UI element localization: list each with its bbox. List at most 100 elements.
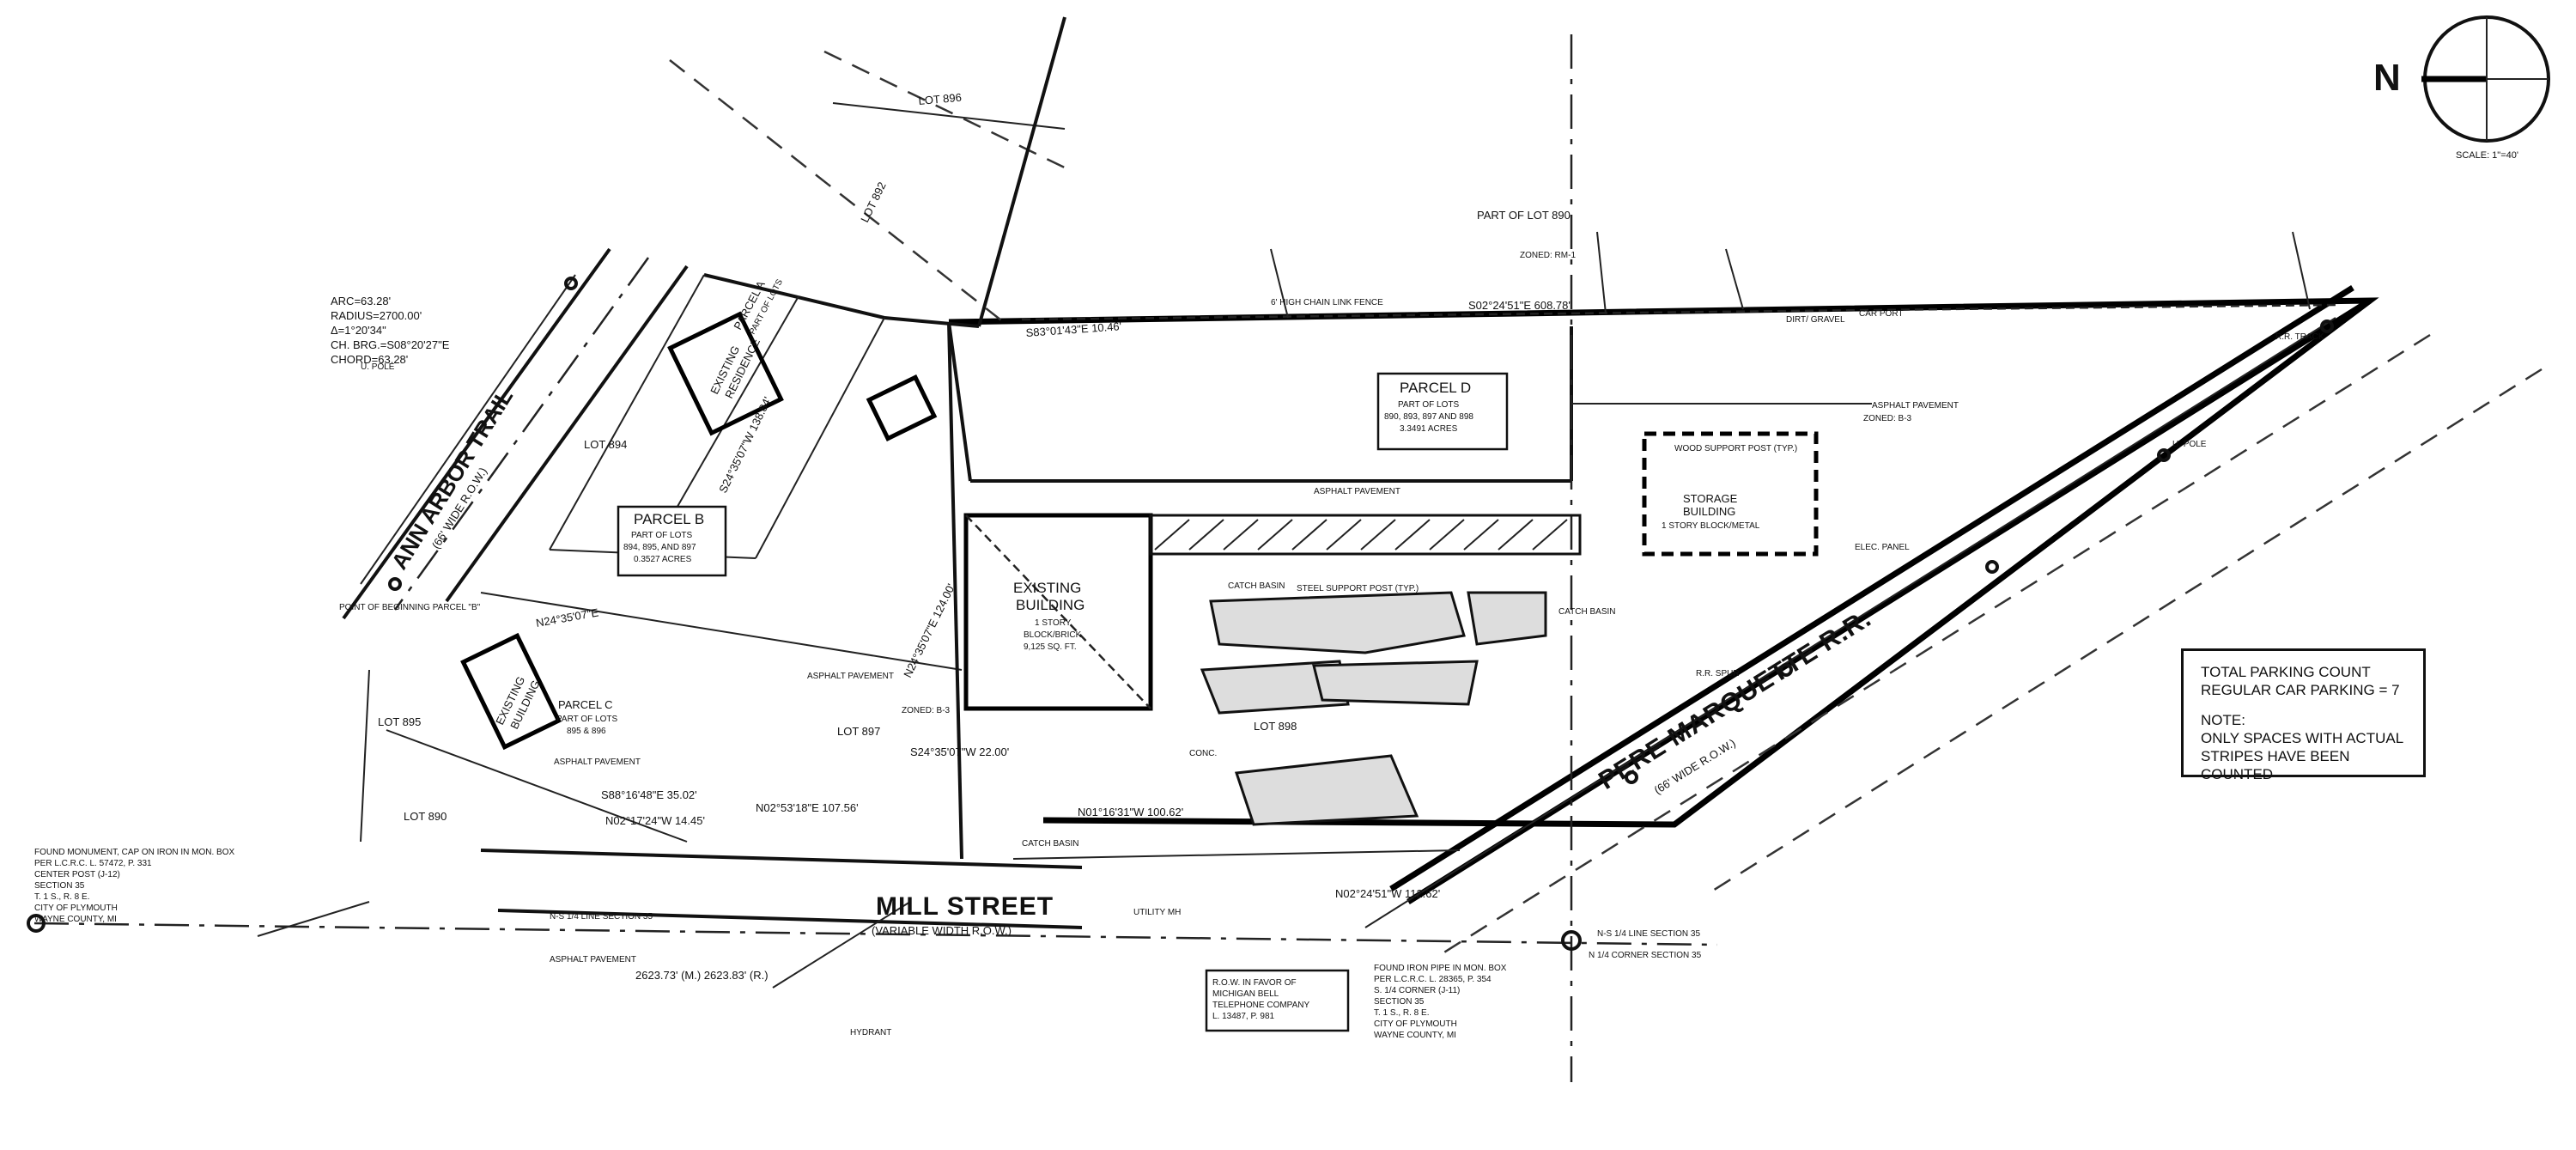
catch-basin-3: CATCH BASIN — [1022, 839, 1079, 849]
pob-label: POINT OF BEGINNING PARCEL "B" — [339, 603, 481, 612]
zoned-b3-1: ZONED: B-3 — [1863, 414, 1912, 423]
canopy — [1149, 514, 1582, 556]
found-right-4: SECTION 35 — [1374, 997, 1425, 1007]
parcel-d-title: PARCEL D — [1400, 380, 1471, 396]
asphalt-2: ASPHALT PAVEMENT — [807, 672, 894, 681]
asphalt-4: ASPHALT PAVEMENT — [554, 758, 641, 767]
u-pole-2: U. POLE — [361, 362, 395, 372]
bearing-6: N01°16'31"W 100.62' — [1078, 806, 1183, 818]
fence-lines — [1021, 231, 2336, 321]
bldg-storage-title: STORAGE — [1683, 492, 1738, 505]
easement-2: MICHIGAN BELL — [1212, 989, 1279, 999]
bldg-storage-line1: 1 STORY BLOCK/METAL — [1662, 521, 1760, 531]
carport-label: CAR PORT — [1859, 309, 1904, 319]
parcel-b-title: PARCEL B — [634, 511, 704, 527]
catch-basin-1: CATCH BASIN — [1228, 581, 1285, 591]
parcel-b-line3: 0.3527 ACRES — [634, 555, 692, 564]
zoned-b3-2: ZONED: B-3 — [902, 706, 951, 715]
utility-poles — [388, 277, 2334, 784]
corner-label: N 1/4 CORNER SECTION 35 — [1589, 951, 1702, 960]
bearing-11: S24°35'07"W 138.84' — [716, 395, 774, 496]
conc-label: CONC. — [1189, 749, 1217, 758]
scale-label: SCALE: 1"=40' — [2456, 150, 2518, 161]
railroad — [1364, 285, 2543, 955]
wood-post-label: WOOD SUPPORT POST (TYP.) — [1674, 444, 1797, 453]
found-right-2: PER L.C.R.C. L. 28365, P. 354 — [1374, 975, 1492, 984]
small-buildings — [460, 311, 938, 751]
found-right-6: CITY OF PLYMOUTH — [1374, 1019, 1457, 1029]
found-left-1: FOUND MONUMENT, CAP ON IRON IN MON. BOX — [34, 848, 234, 857]
bearing-9: S88°16'48"E 35.02' — [601, 788, 697, 801]
bldg-storage-title2: BUILDING — [1683, 505, 1735, 518]
map-labels: ANN ARBOR TRAIL (66' WIDE R.O.W.) MILL S… — [34, 91, 2324, 1040]
curve-delta: Δ=1°20'34" — [331, 324, 386, 337]
parcel-c-title: PARCEL C — [558, 698, 613, 711]
curve-chord: CHORD=63.28' — [331, 353, 408, 366]
zoned-rm1: ZONED: RM-1 — [1520, 251, 1576, 260]
elec-panel-label: ELEC. PANEL — [1855, 543, 1910, 552]
parking-legend: TOTAL PARKING COUNT REGULAR CAR PARKING … — [2181, 648, 2426, 782]
curve-arc: ARC=63.28' — [331, 295, 391, 307]
legend-count: REGULAR CAR PARKING = 7 — [2201, 682, 2400, 698]
lot-890: LOT 890 — [404, 810, 447, 823]
legend-title: TOTAL PARKING COUNT — [2201, 664, 2371, 680]
utility-label: UTILITY MH — [1133, 908, 1181, 917]
parcel-c-line2: 895 & 896 — [567, 727, 606, 736]
legend-note-title: NOTE: — [2201, 712, 2245, 728]
found-right-5: T. 1 S., R. 8 E. — [1374, 1008, 1429, 1018]
ann-arbor-trail — [342, 247, 689, 620]
hydrant-label: HYDRANT — [850, 1028, 891, 1037]
asphalt-3: ASPHALT PAVEMENT — [1314, 487, 1400, 496]
found-right-1: FOUND IRON PIPE IN MON. BOX — [1374, 964, 1507, 973]
lot-896: LOT 896 — [918, 91, 962, 107]
found-left-5: T. 1 S., R. 8 E. — [34, 892, 89, 902]
u-pole-1: U. POLE — [2172, 440, 2207, 449]
islands — [1200, 591, 1547, 826]
bldg-main-line3: 9,125 SQ. FT. — [1024, 642, 1077, 652]
parcel-c-line1: PART OF LOTS — [556, 715, 617, 724]
bearing-1: S02°24'51"E 608.78' — [1468, 299, 1571, 312]
storage-building — [1642, 431, 1819, 557]
parcel-b-line2: 894, 895, AND 897 — [623, 543, 696, 552]
curve-chord-bearing: CH. BRG.=S08°20'27"E — [331, 338, 450, 351]
found-left-7: WAYNE COUNTY, MI — [34, 915, 117, 924]
section-lines — [27, 34, 1872, 1082]
mill-street — [33, 849, 1718, 989]
north-arrow-graphic — [2421, 15, 2550, 143]
bldg-main-title2: BUILDING — [1016, 597, 1084, 613]
lot-892: LOT 892 — [858, 179, 889, 224]
parcel-d-line3: 3.3491 ACRES — [1400, 424, 1458, 434]
easement-1: R.O.W. IN FAVOR OF — [1212, 978, 1297, 988]
street-ann-arbor: ANN ARBOR TRAIL — [386, 384, 519, 574]
bearing-7: N02°24'51"W 112.62' — [1335, 887, 1440, 900]
bearing-4: S24°35'07"W 22.00' — [910, 745, 1009, 758]
legend-note-line1: ONLY SPACES WITH ACTUAL — [2201, 730, 2404, 746]
street-mill: MILL STREET — [876, 892, 1054, 921]
support-post-label: STEEL SUPPORT POST (TYP.) — [1297, 584, 1419, 593]
found-left-6: CITY OF PLYMOUTH — [34, 904, 118, 913]
bearing-5: N02°53'18"E 107.56' — [756, 801, 859, 814]
bldg-main-line2: BLOCK/BRICK — [1024, 630, 1082, 640]
street-mill-row: (VARIABLE WIDTH R.O.W.) — [872, 924, 1012, 937]
section-line-label: N-S 1/4 LINE SECTION 35 — [550, 912, 653, 922]
lot-898: LOT 898 — [1254, 720, 1297, 733]
found-left-2: PER L.C.R.C. L. 57472, P. 331 — [34, 859, 152, 868]
found-right-7: WAYNE COUNTY, MI — [1374, 1031, 1456, 1040]
mill-dist: 2623.73' (M.) 2623.83' (R.) — [635, 969, 769, 982]
existing-building — [963, 513, 1153, 711]
section-line-label-2: N-S 1/4 LINE SECTION 35 — [1597, 929, 1700, 939]
lot-894: LOT 894 — [584, 438, 627, 451]
lot-lines — [360, 16, 1074, 860]
gravel-label: DIRT/ GRAVEL — [1786, 315, 1845, 325]
found-right-3: S. 1/4 CORNER (J-11) — [1374, 986, 1460, 995]
north-label: N — [2373, 57, 2401, 99]
lot-895: LOT 895 — [378, 715, 421, 728]
lot-897: LOT 897 — [837, 725, 880, 738]
catch-basin-2: CATCH BASIN — [1558, 607, 1616, 617]
legend-note-line2: STRIPES HAVE BEEN COUNTED — [2201, 748, 2350, 782]
asphalt-1: ASPHALT PAVEMENT — [1872, 401, 1959, 411]
asphalt-5: ASPHALT PAVEMENT — [550, 955, 636, 964]
parcel-d-line1: PART OF LOTS — [1398, 400, 1459, 410]
bldg-main-title: EXISTING — [1013, 580, 1081, 596]
